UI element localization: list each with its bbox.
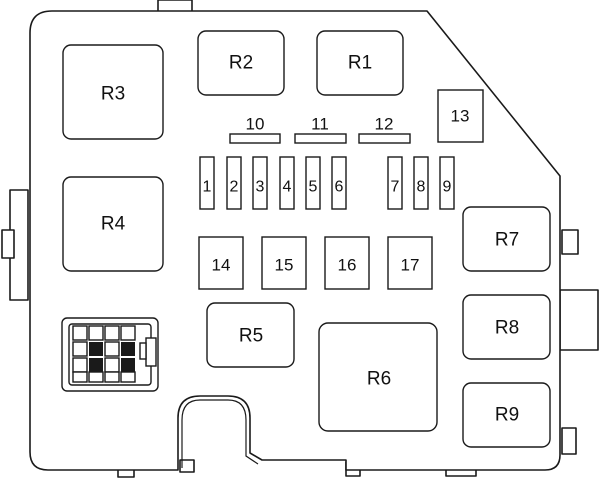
relay-r9-label: R9: [495, 405, 519, 426]
fuse-4-label: 4: [283, 179, 292, 196]
relay-r2: R2: [197, 30, 285, 96]
fuse-1: 1: [199, 156, 215, 210]
fuse-4: 4: [279, 156, 295, 210]
relay-r8-label: R8: [495, 318, 519, 339]
fuse-16: 16: [324, 236, 370, 290]
fuse-6: 6: [331, 156, 347, 210]
fuse-13: 13: [437, 89, 484, 143]
relay-r4: R4: [62, 176, 164, 272]
relay-r1-label: R1: [348, 53, 372, 74]
fuse-2: 2: [226, 156, 242, 210]
fuse-15-label: 15: [275, 256, 294, 275]
relay-r4-label: R4: [101, 214, 126, 235]
fuse-13-label: 13: [451, 107, 470, 126]
fuse-14-label: 14: [212, 256, 231, 275]
fuse-11-label: 11: [311, 115, 329, 134]
fuse-8: 8: [413, 156, 429, 210]
fuse-10-label: 10: [246, 115, 265, 134]
fuse-10: 10: [229, 115, 281, 144]
fuse-5: 5: [305, 156, 321, 210]
relay-r2-label: R2: [229, 53, 253, 74]
fuse-15: 15: [261, 236, 307, 290]
fuse-17: 17: [387, 236, 433, 290]
fuse-12: 12: [358, 115, 411, 144]
relay-r1: R1: [316, 30, 404, 96]
fuse-6-label: 6: [335, 179, 344, 196]
fuse-7: 7: [387, 156, 403, 210]
fuse-2-label: 2: [230, 179, 239, 196]
relay-r3: R3: [62, 44, 164, 140]
relay-r7-label: R7: [495, 230, 519, 251]
fuse-5-label: 5: [309, 179, 318, 196]
fuse-3: 3: [252, 156, 268, 210]
fuse-3-label: 3: [256, 179, 265, 196]
relay-r6: R6: [318, 322, 438, 432]
fuse-12-label: 12: [375, 115, 394, 134]
relay-r8: R8: [462, 294, 551, 360]
relay-r5-label: R5: [239, 326, 263, 347]
relay-r9: R9: [462, 382, 551, 448]
fuse-7-label: 7: [391, 179, 400, 196]
fuse-16-label: 16: [338, 256, 357, 275]
fuse-8-label: 8: [417, 179, 426, 196]
fuse-1-label: 1: [203, 179, 212, 196]
relay-r6-label: R6: [367, 369, 391, 390]
fuse-14: 14: [198, 236, 244, 290]
relay-r5: R5: [206, 302, 295, 368]
relay-r3-label: R3: [101, 84, 125, 105]
relay-r7: R7: [462, 206, 551, 272]
fuse-9: 9: [439, 156, 455, 210]
fuse-17-label: 17: [401, 256, 420, 275]
fuse-9-label: 9: [443, 179, 452, 196]
fuse-11: 11: [294, 115, 347, 144]
connector-socket: [61, 317, 159, 392]
